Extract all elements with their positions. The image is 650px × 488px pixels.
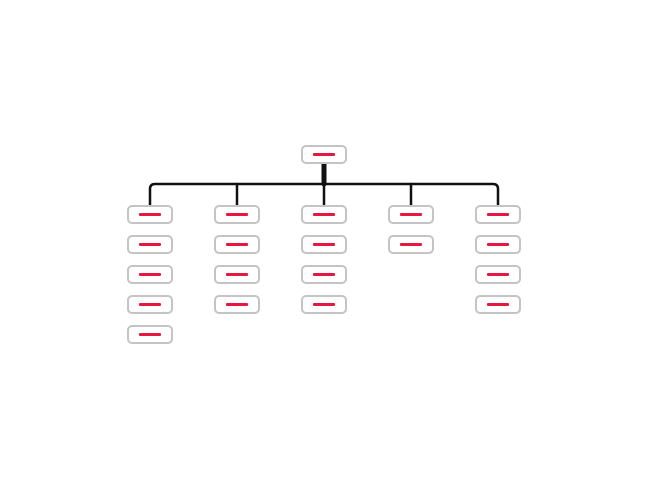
node-bar [487, 213, 509, 216]
node-bar [313, 243, 335, 246]
col-2-node-2 [214, 235, 260, 254]
col-1-node-2 [127, 235, 173, 254]
col-5-node-1 [475, 205, 521, 224]
col-3-node-3 [301, 265, 347, 284]
col-5-node-4 [475, 295, 521, 314]
node-bar [400, 213, 422, 216]
col-3-node-1 [301, 205, 347, 224]
col-2-node-4 [214, 295, 260, 314]
col-5-node-2 [475, 235, 521, 254]
node-bar [139, 273, 161, 276]
col-2-node-1 [214, 205, 260, 224]
node-bar [313, 303, 335, 306]
node-bar [313, 153, 335, 156]
col-1-node-4 [127, 295, 173, 314]
col-4-node-1 [388, 205, 434, 224]
node-bar [226, 273, 248, 276]
col-1-node-1 [127, 205, 173, 224]
col-4-node-2 [388, 235, 434, 254]
node-bar [139, 303, 161, 306]
root-node [301, 145, 347, 164]
col-3-node-4 [301, 295, 347, 314]
node-bar [487, 303, 509, 306]
col-1-node-5 [127, 325, 173, 344]
col-5-node-3 [475, 265, 521, 284]
node-bar [226, 213, 248, 216]
node-bar [139, 243, 161, 246]
col-1-node-3 [127, 265, 173, 284]
col-2-node-3 [214, 265, 260, 284]
node-bar [400, 243, 422, 246]
node-bar [313, 213, 335, 216]
node-bar [313, 273, 335, 276]
node-bar [139, 213, 161, 216]
node-bar [226, 243, 248, 246]
col-3-node-2 [301, 235, 347, 254]
node-bar [487, 273, 509, 276]
node-bar [139, 333, 161, 336]
node-bar [487, 243, 509, 246]
node-bar [226, 303, 248, 306]
